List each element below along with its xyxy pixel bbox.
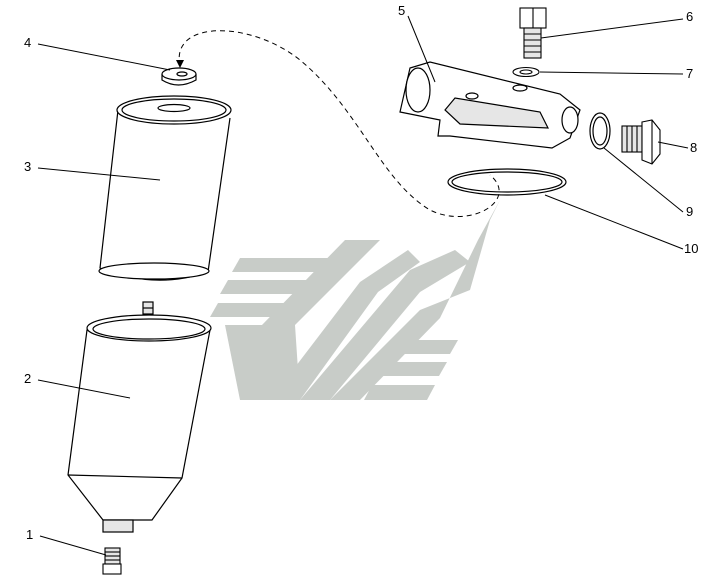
label-3: 3 (24, 159, 32, 174)
part-7-washer (512, 66, 540, 78)
label-9: 9 (686, 204, 694, 219)
label-8: 8 (690, 140, 698, 155)
part-4-seal (161, 67, 197, 86)
part-10-large-o-ring (447, 168, 567, 196)
part-9-o-ring (589, 112, 611, 150)
label-6: 6 (686, 9, 694, 24)
assembly-path (178, 30, 500, 217)
label-2: 2 (24, 371, 32, 386)
leader-lines (37, 15, 689, 556)
label-5: 5 (398, 3, 406, 18)
label-10: 10 (684, 241, 699, 256)
label-7: 7 (686, 66, 694, 81)
part-2-bowl (67, 301, 212, 533)
part-6-bolt (519, 7, 547, 59)
label-1: 1 (26, 527, 34, 542)
part-5-filter-head (399, 61, 581, 149)
label-4: 4 (24, 35, 32, 50)
part-8-plug (621, 119, 661, 165)
part-3-filter-element (98, 95, 232, 281)
arrow-head (176, 60, 184, 68)
watermark-logo (210, 200, 500, 400)
part-1-drain-plug (102, 547, 122, 575)
